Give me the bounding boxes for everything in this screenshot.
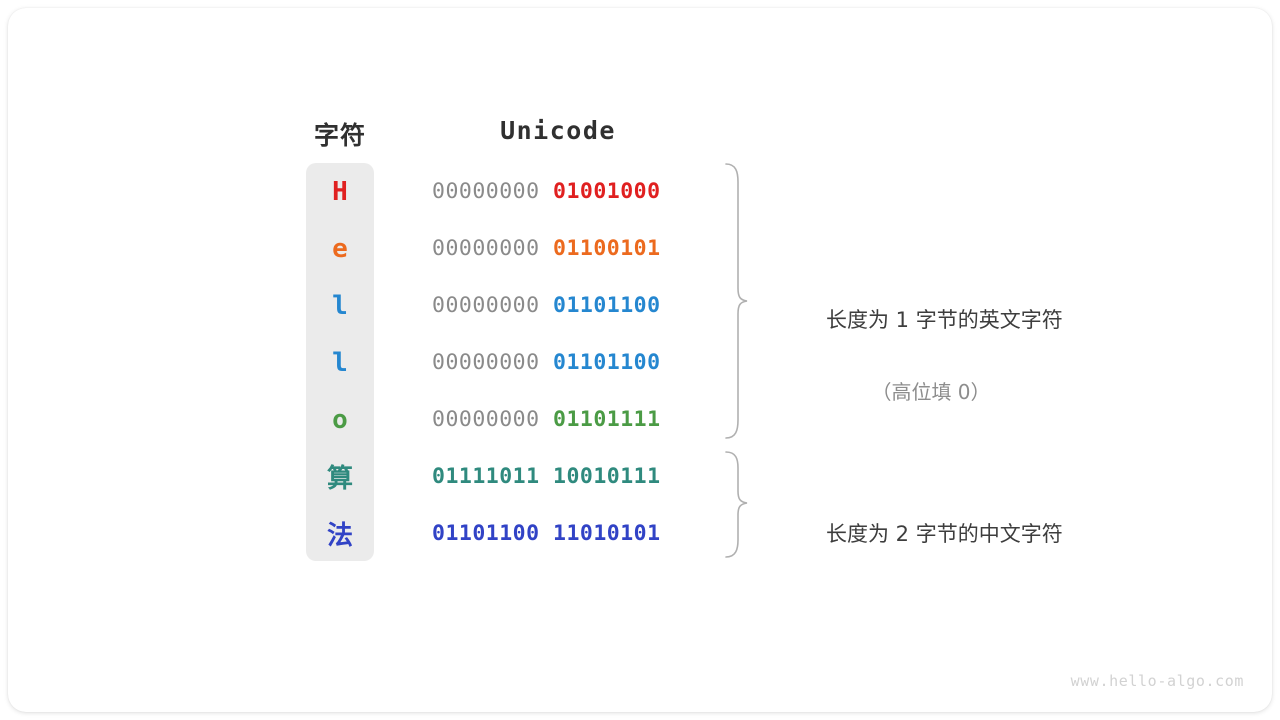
high-byte: 01111011 (432, 464, 540, 489)
character-glyph: l (332, 347, 348, 378)
low-byte: 10010111 (553, 464, 661, 489)
character-column-background (306, 163, 374, 561)
byte-separator (540, 464, 553, 489)
byte-separator (540, 293, 553, 318)
site-watermark: www.hello-algo.com (1070, 672, 1244, 690)
character-glyph: 法 (326, 521, 353, 551)
low-byte: 01001000 (553, 179, 661, 204)
high-byte: 01101100 (432, 521, 540, 546)
byte-separator (540, 236, 553, 261)
annotation-english-line2: （高位填 0） (871, 380, 991, 404)
character-cell: 法 (306, 505, 374, 562)
character-cell: o (306, 391, 374, 448)
high-byte: 00000000 (432, 407, 540, 432)
character-glyph: H (332, 176, 348, 207)
low-byte: 01101100 (553, 350, 661, 375)
annotation-english-characters: 长度为 1 字节的英文字符 （高位填 0） (766, 266, 1096, 482)
low-byte: 01100101 (553, 236, 661, 261)
annotation-chinese-characters: 长度为 2 字节的中文字符 (766, 486, 1096, 582)
high-byte: 00000000 (432, 179, 540, 204)
character-cell: H (306, 163, 374, 220)
low-byte: 01101100 (553, 293, 661, 318)
column-header-unicode: Unicode (500, 116, 616, 145)
low-byte: 01101111 (553, 407, 661, 432)
byte-separator (540, 521, 553, 546)
unicode-binary-row: 01111011 10010111 (432, 448, 684, 505)
character-glyph: o (332, 404, 348, 435)
character-cell: 算 (306, 448, 374, 505)
character-cell: l (306, 334, 374, 391)
unicode-binary-row: 00000000 01101111 (432, 391, 684, 448)
high-byte: 00000000 (432, 236, 540, 261)
unicode-binary-row: 00000000 01001000 (432, 163, 684, 220)
character-glyph: l (332, 290, 348, 321)
high-byte: 00000000 (432, 293, 540, 318)
byte-separator (540, 350, 553, 375)
character-cell: l (306, 277, 374, 334)
annotation-chinese-line1: 长度为 2 字节的中文字符 (825, 522, 1063, 546)
brace-chinese-characters (725, 451, 748, 558)
unicode-binary-row: 01101100 11010101 (432, 505, 684, 562)
annotation-english-line1: 长度为 1 字节的英文字符 (825, 308, 1063, 332)
character-glyph: 算 (326, 464, 353, 494)
low-byte: 11010101 (553, 521, 661, 546)
character-glyph: e (332, 233, 348, 264)
character-cell: e (306, 220, 374, 277)
byte-separator (540, 407, 553, 432)
unicode-binary-row: 00000000 01101100 (432, 277, 684, 334)
brace-english-characters (725, 163, 748, 439)
byte-separator (540, 179, 553, 204)
unicode-binary-row: 00000000 01101100 (432, 334, 684, 391)
column-header-character: 字符 (313, 121, 366, 150)
diagram-card (8, 8, 1272, 712)
unicode-binary-row: 00000000 01100101 (432, 220, 684, 277)
high-byte: 00000000 (432, 350, 540, 375)
